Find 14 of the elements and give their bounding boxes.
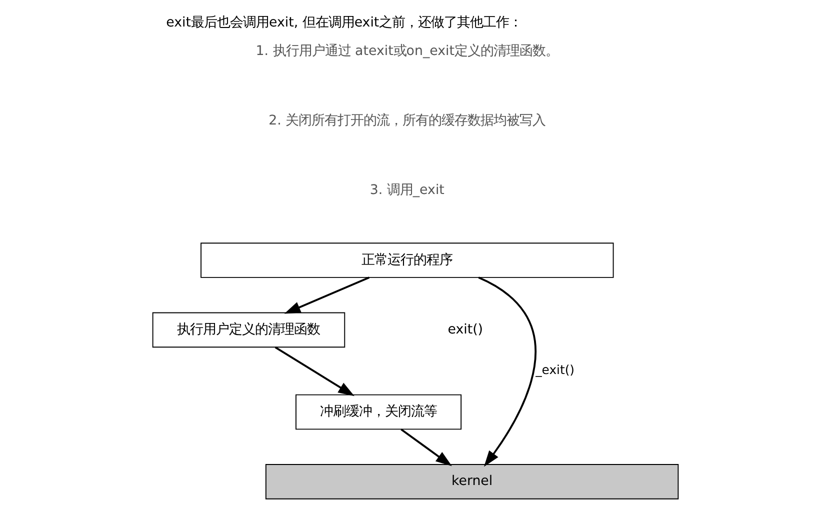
label: exit(): [447, 322, 482, 338]
node-box: kernel: [264, 464, 678, 500]
arrow: [274, 346, 354, 396]
label: 2. 关闭所有打开的流，所有的缓存数据均被写入: [268, 113, 546, 128]
node-box: 正常运行的程序: [200, 242, 614, 278]
arrow: [284, 276, 370, 314]
node-box: 执行用户定义的清理函数: [152, 312, 345, 348]
label: 3. 调用_exit: [369, 183, 444, 198]
label: 1. 执行用户通过 atexit或on_exit定义的清理函数。: [255, 44, 558, 59]
diagram-title: exit最后也会调用exit, 但在调用exit之前，还做了其他工作：: [166, 16, 522, 31]
edge-label: _exit(): [535, 362, 574, 378]
arrow: [478, 276, 536, 467]
node-box: 冲刷缓冲，关闭流等: [295, 394, 462, 430]
arrow: [400, 428, 452, 466]
